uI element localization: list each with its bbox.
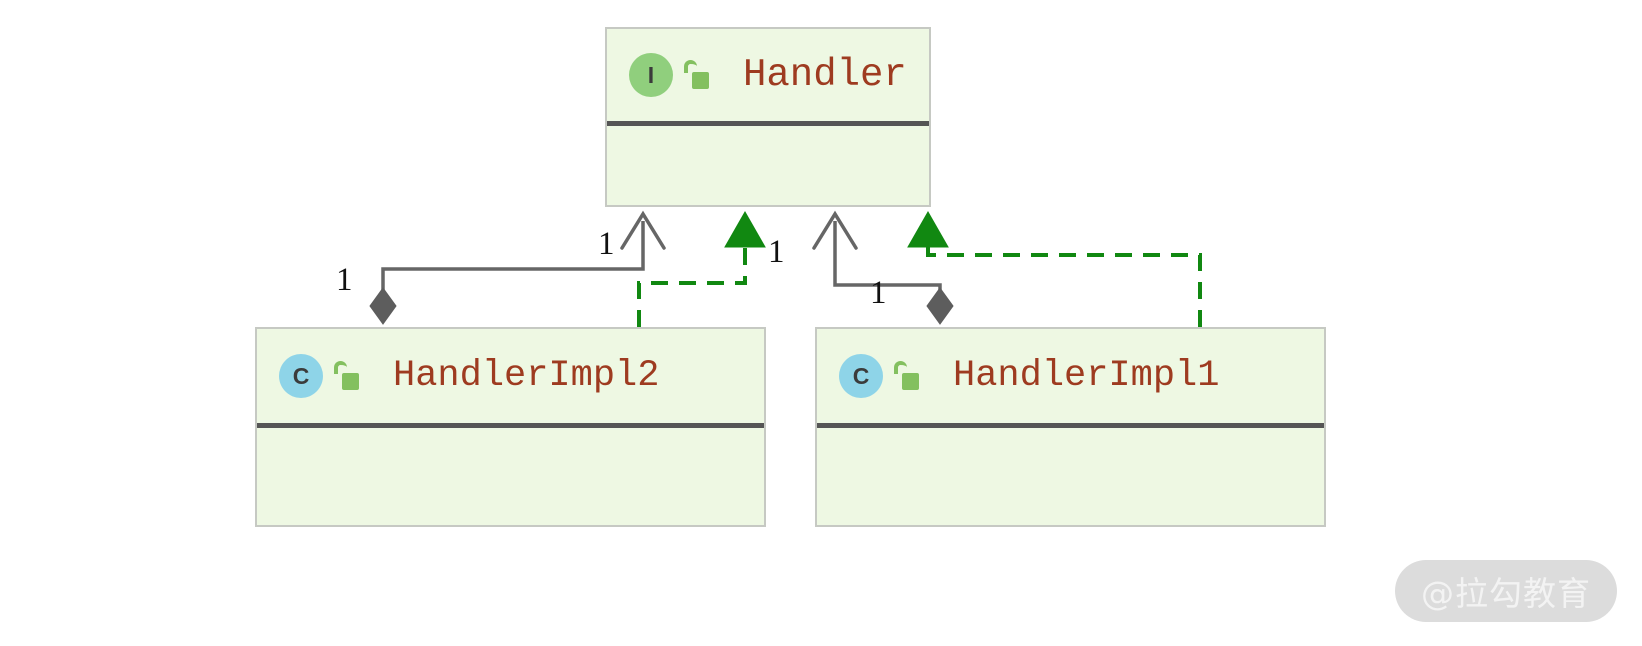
realization-line-impl2 [637,243,747,327]
uml-header-handlerimpl1: C HandlerImpl1 [817,329,1324,423]
class-stereotype-icon: C [279,354,323,398]
watermark-text: @拉勾教育 [1421,574,1591,613]
realization-triangle-icon [724,210,766,248]
uml-members-handlerimpl2 [257,428,764,525]
aggregation-diamond-icon [369,287,397,325]
uml-class-handlerimpl2[interactable]: C HandlerImpl2 [255,327,766,527]
unlock-icon [683,60,709,90]
uml-members-handlerimpl1 [817,428,1324,525]
uml-class-handler[interactable]: I Handler [605,27,931,207]
aggregation-diamond-icon [926,287,954,325]
unlock-icon [893,361,919,391]
aggregation-line-impl2 [381,221,645,300]
multiplicity-label-impl2-source: 1 [336,262,353,298]
uml-divider-handlerimpl1 [817,423,1324,428]
uml-class-handlerimpl1[interactable]: C HandlerImpl1 [815,327,1326,527]
multiplicity-label-impl2-target: 1 [598,226,615,262]
uml-header-handlerimpl2: C HandlerImpl2 [257,329,764,423]
realization-line-impl1 [926,243,1202,327]
edge-aggregation-impl1-handler[interactable] [812,210,954,325]
watermark-badge: @拉勾教育 [1395,560,1617,622]
edge-realization-impl1-handler[interactable] [907,210,1202,327]
edge-realization-impl2-handler[interactable] [637,210,766,327]
uml-class-name-handlerimpl2: HandlerImpl2 [393,354,660,397]
unlock-icon [333,361,359,391]
uml-header-handler: I Handler [607,29,929,121]
uml-class-name-handlerimpl1: HandlerImpl1 [953,354,1220,397]
realization-triangle-icon [907,210,949,248]
open-arrowhead-icon [620,210,666,250]
interface-stereotype-icon: I [629,53,673,97]
multiplicity-label-impl1-target: 1 [768,234,785,270]
uml-divider-handler [607,121,929,126]
uml-class-name-handler: Handler [743,52,907,97]
multiplicity-label-impl1-source: 1 [870,275,887,311]
open-arrowhead-icon [812,210,858,250]
class-stereotype-icon: C [839,354,883,398]
uml-members-handler [607,126,929,205]
uml-divider-handlerimpl2 [257,423,764,428]
edge-aggregation-impl2-handler[interactable] [369,210,666,325]
